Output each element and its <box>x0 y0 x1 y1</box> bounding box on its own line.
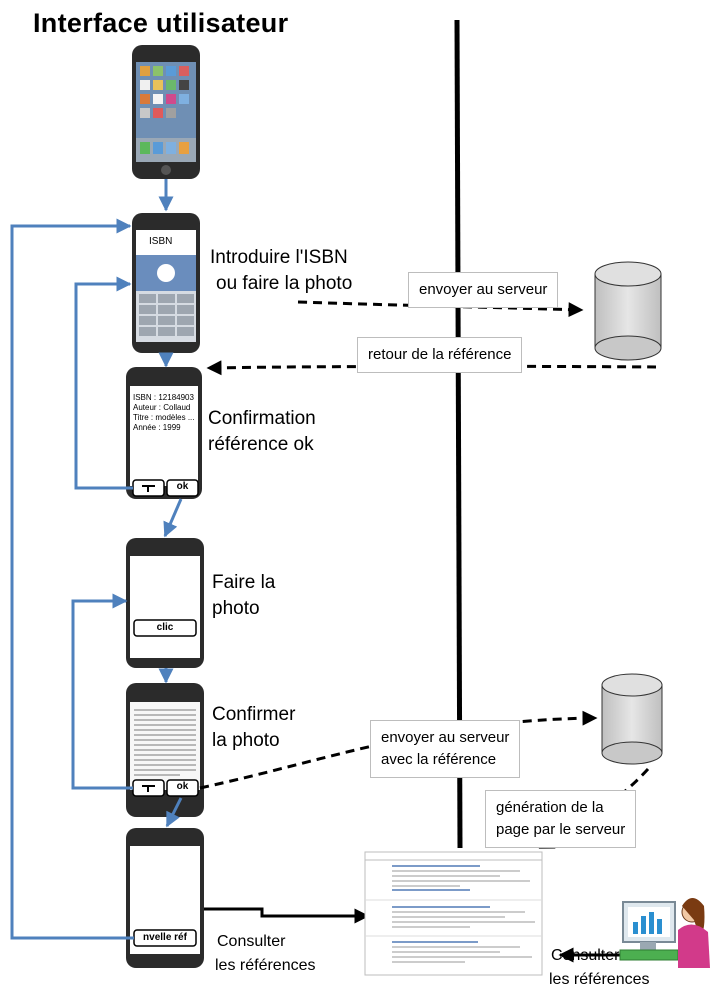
confirm-photo-ok-button[interactable]: ok <box>176 781 189 792</box>
step-photo-label: Faire la photo <box>212 572 276 619</box>
flow-arrows <box>10 179 183 940</box>
return-reference-box: retour de la référence <box>357 337 523 373</box>
confirm-ref-ok-button[interactable]: ok <box>176 481 189 492</box>
send-to-server-box: envoyer au serveur <box>408 272 559 308</box>
pc-consult-label: Consulter les références <box>549 947 650 988</box>
pc-user-icon <box>619 898 710 968</box>
clic-button[interactable]: clic <box>156 622 174 633</box>
diagram-title: Interface utilisateur <box>33 8 289 38</box>
phone-to-page-arrow <box>204 907 370 924</box>
client-server-divider <box>454 19 463 849</box>
phone-confirm-photo <box>126 683 204 817</box>
phone-consult-label: Consulter les références <box>215 933 316 974</box>
new-ref-button[interactable]: nvelle réf <box>143 932 187 943</box>
isbn-field-label: ISBN <box>149 236 173 247</box>
step-confirm-ref-label: Confirmation référence ok <box>208 408 316 455</box>
server-database-top <box>594 261 662 361</box>
page-generation-box: génération de la page par le serveur <box>485 790 637 848</box>
reference-field-author: Auteur : Collaud <box>133 403 191 412</box>
phone-isbn <box>132 213 200 353</box>
references-web-page <box>364 851 543 976</box>
reference-field-title: Titre : modèles ... <box>133 413 195 422</box>
phone-photo <box>126 538 204 668</box>
reference-fields: ISBN : 12184903 Auteur : Collaud Titre :… <box>133 393 195 433</box>
phone-new-ref <box>126 828 204 968</box>
reference-field-isbn: ISBN : 12184903 <box>133 393 194 402</box>
phone-home <box>132 45 200 179</box>
phone-confirm-ref <box>126 367 202 499</box>
step-confirm-photo-label: Confirmer la photo <box>212 704 296 751</box>
reference-field-year: Année : 1999 <box>133 423 181 432</box>
server-database-bottom <box>601 673 663 765</box>
step-isbn-label: Introduire l'ISBN ou faire la photo <box>210 247 353 294</box>
send-with-reference-box: envoyer au serveur avec la référence <box>370 720 521 778</box>
